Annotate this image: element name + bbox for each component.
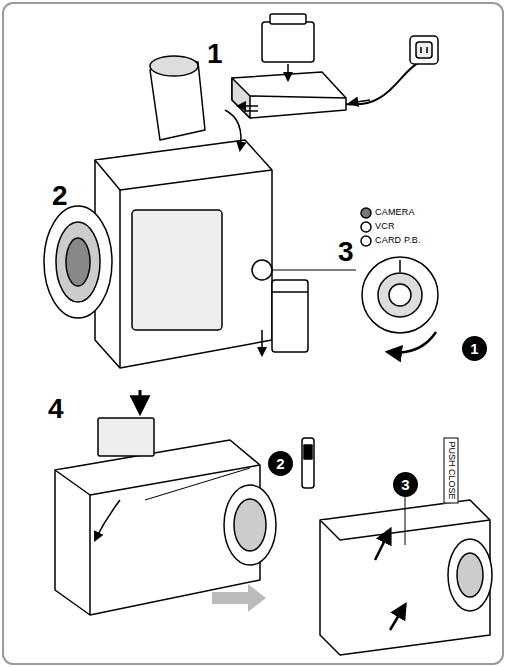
callout-text: 2 [276, 455, 284, 472]
mode-lamp-label: CARD P.B. [375, 236, 421, 245]
step-number: 1 [207, 40, 223, 68]
charger [232, 14, 438, 118]
mode-lamp-label: CAMERA [375, 208, 415, 217]
camcorder-battery [44, 56, 356, 368]
frame [3, 3, 503, 664]
button-label: PUSH CLOSE [444, 437, 459, 503]
camcorder-cassette [55, 390, 492, 655]
step-number: 3 [338, 238, 354, 266]
callout-number: 1 [462, 336, 487, 361]
callout-number: 3 [393, 472, 418, 497]
callout-number: 2 [268, 451, 293, 476]
callout-text: 3 [401, 476, 409, 493]
step-number: 2 [52, 182, 68, 210]
mode-lamp-label: VCR [375, 222, 395, 231]
mode-dial [361, 208, 438, 353]
callout-text: 1 [470, 340, 478, 357]
step-number: 4 [48, 395, 64, 423]
